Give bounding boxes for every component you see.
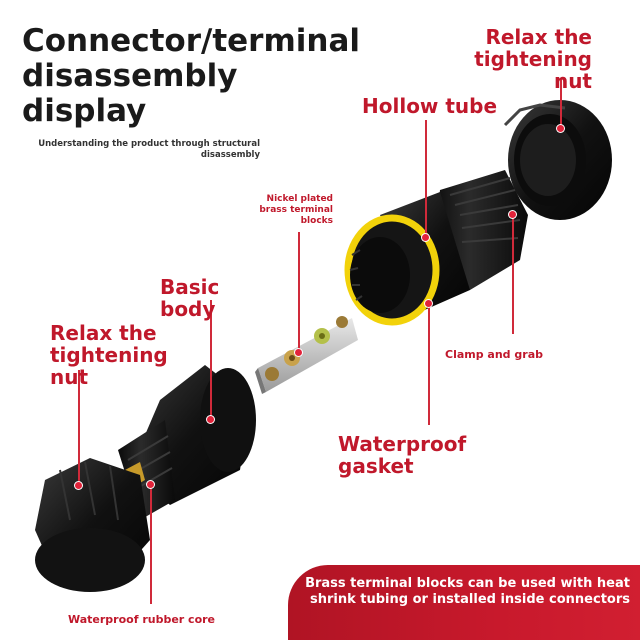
page-title: Connector/terminal disassembly display — [22, 23, 360, 129]
label-relax-nut-left: Relax the tightening nut — [50, 321, 168, 389]
leader-line — [428, 303, 430, 425]
hollow-tube — [344, 170, 528, 326]
leader-line — [150, 484, 152, 604]
leader-dot — [557, 125, 564, 132]
label-basic-body: Basic body — [160, 275, 220, 321]
leader-dot — [295, 349, 302, 356]
label-waterproof-core: Waterproof rubber core — [68, 613, 216, 626]
top-nut — [503, 100, 612, 220]
banner-text: Brass terminal blocks can be used with h… — [305, 576, 630, 607]
leader-dot — [509, 211, 516, 218]
info-banner — [288, 565, 640, 640]
leader-dot — [147, 481, 154, 488]
leader-dot — [207, 416, 214, 423]
label-nickel-plated: Nickel plated brass terminal blocks — [259, 194, 333, 226]
label-relax-nut-top: Relax the tightening nut — [474, 25, 592, 93]
leader-line — [512, 214, 514, 334]
leader-dot — [75, 482, 82, 489]
terminal-block — [255, 316, 358, 394]
leader-line — [425, 120, 427, 238]
label-hollow-tube: Hollow tube — [362, 94, 498, 118]
leader-line — [210, 300, 212, 418]
page-subtitle: Understanding the product through struct… — [38, 139, 260, 160]
label-waterproof-gasket: Waterproof gasket — [338, 432, 467, 478]
leader-dot — [422, 234, 429, 241]
leader-line — [78, 370, 80, 485]
leader-line — [560, 78, 562, 128]
leader-dot — [425, 300, 432, 307]
label-clamp-grab: Clamp and grab — [445, 348, 543, 361]
bottom-nut — [35, 458, 150, 592]
leader-line — [298, 232, 300, 352]
